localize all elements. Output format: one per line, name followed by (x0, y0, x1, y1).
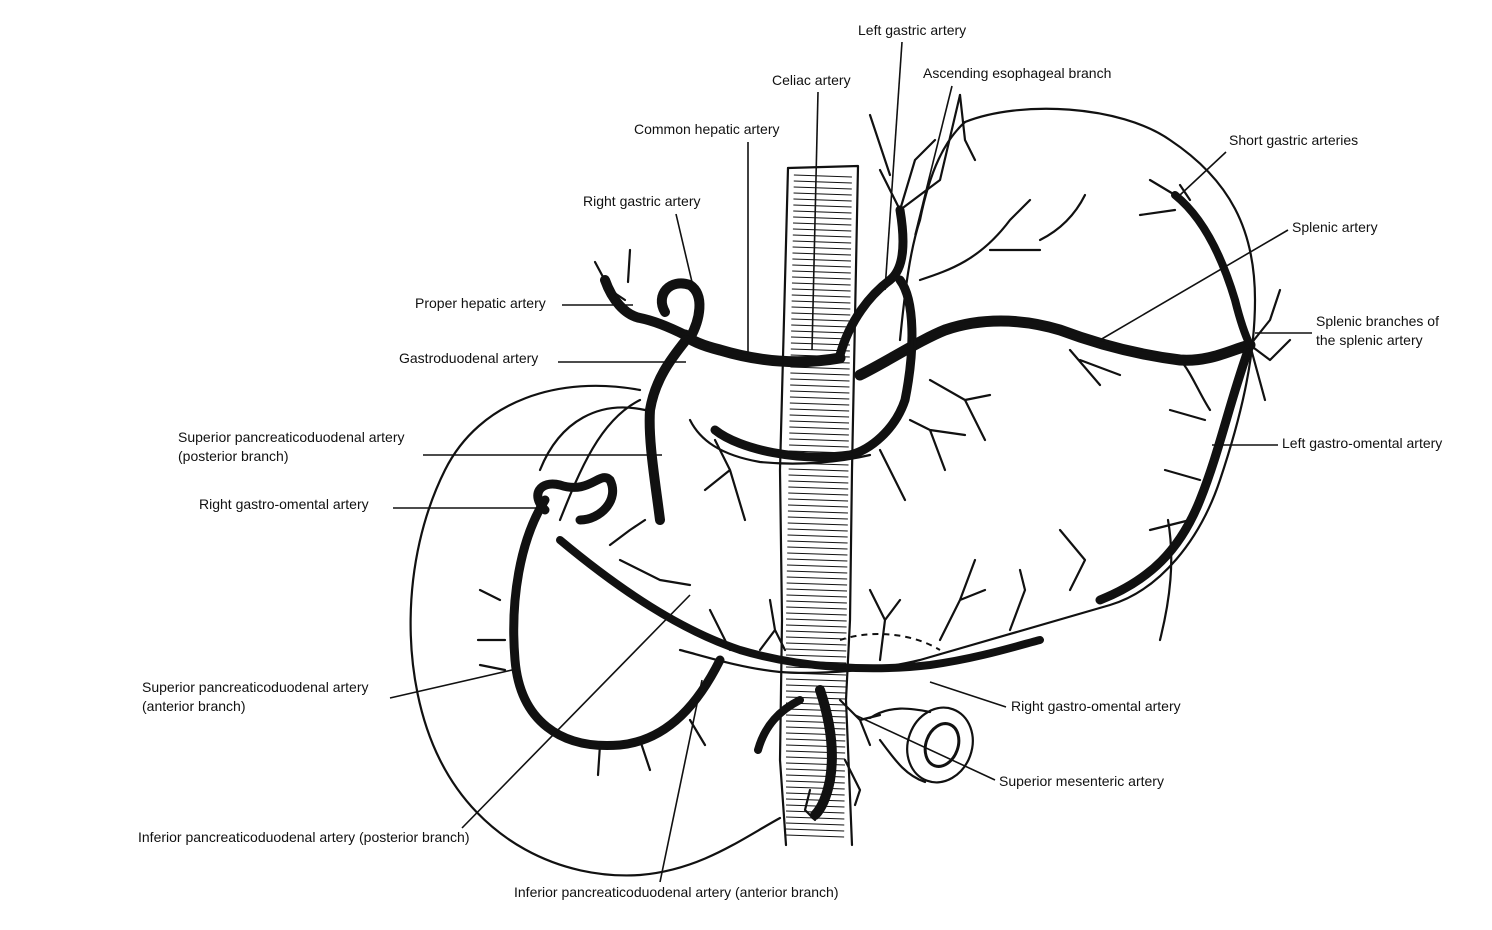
jejunum-cut-end (868, 706, 974, 784)
label-superior-pancreaticoduodenal-posterior: Superior pancreaticoduodenal artery (pos… (178, 429, 405, 464)
label-inferior-pancreaticoduodenal-anterior: Inferior pancreaticoduodenal artery (ant… (514, 884, 839, 900)
pancreas-dashed-contour (839, 633, 941, 651)
label-inferior-pancreaticoduodenal-posterior: Inferior pancreaticoduodenal artery (pos… (138, 829, 470, 845)
leader-inf-panc-post (461, 594, 691, 829)
label-superior-pancreaticoduodenal-anterior: Superior pancreaticoduodenal artery (ant… (142, 679, 369, 714)
leader-ascending-esophageal (914, 85, 953, 236)
label-splenic-branches: Splenic branches of the splenic artery (1316, 313, 1439, 348)
stomach-outline (678, 107, 1257, 674)
label-common-hepatic-artery: Common hepatic artery (634, 121, 780, 137)
small-branches (476, 93, 1292, 822)
label-celiac-artery: Celiac artery (772, 72, 851, 88)
leader-left-gastric (884, 41, 903, 291)
label-right-gastric-artery: Right gastric artery (583, 193, 701, 209)
leader-sup-panc-ant (389, 669, 513, 699)
label-splenic-artery: Splenic artery (1292, 219, 1378, 235)
aorta (778, 164, 860, 847)
arteries (509, 191, 1256, 820)
label-ascending-esophageal-branch: Ascending esophageal branch (923, 65, 1112, 81)
leader-inf-panc-ant (659, 679, 703, 883)
leader-superior-mesenteric (854, 714, 996, 781)
label-left-gastric-artery: Left gastric artery (858, 22, 967, 38)
label-right-gastro-omental-artery-right: Right gastro-omental artery (1011, 698, 1181, 714)
leader-splenic (1099, 229, 1289, 341)
leader-lines (389, 41, 1312, 883)
leader-short-gastric (1179, 151, 1227, 196)
label-right-gastro-omental-artery-left: Right gastro-omental artery (199, 496, 369, 512)
label-proper-hepatic-artery: Proper hepatic artery (415, 295, 546, 311)
leader-celiac (811, 91, 819, 351)
leader-right-gastro-omental-right (929, 681, 1007, 708)
leader-right-gastric (675, 213, 693, 283)
label-left-gastro-omental-artery: Left gastro-omental artery (1282, 435, 1443, 451)
label-short-gastric-arteries: Short gastric arteries (1229, 132, 1359, 148)
duodenum-outline (409, 384, 782, 877)
label-gastroduodenal-artery: Gastroduodenal artery (399, 350, 539, 366)
label-superior-mesenteric-artery: Superior mesenteric artery (999, 773, 1164, 789)
